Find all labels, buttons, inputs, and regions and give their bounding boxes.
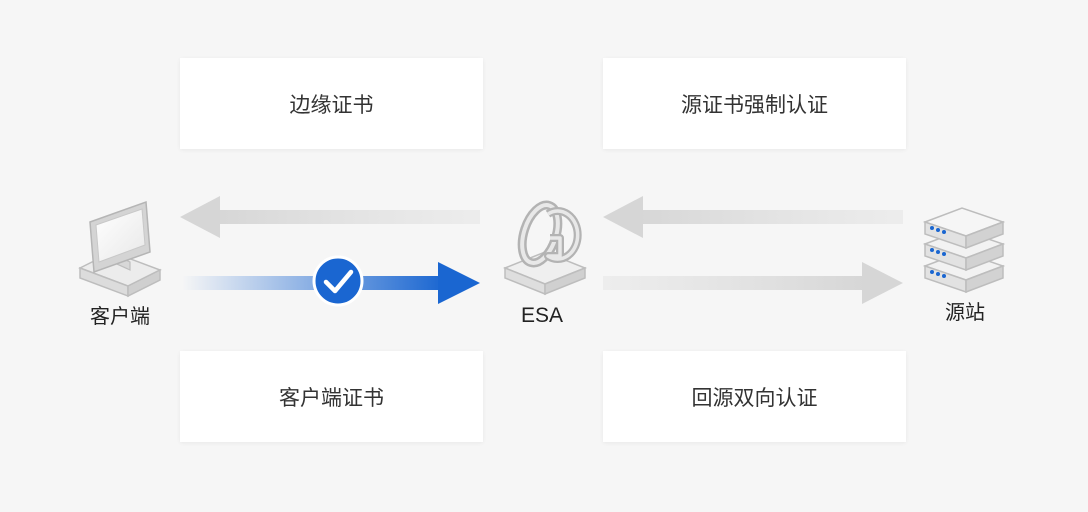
edge-cert-card: 边缘证书 [180, 58, 483, 149]
origin-label: 源站 [945, 300, 985, 324]
server-stack-icon [922, 207, 1006, 294]
client-label: 客户端 [90, 304, 150, 328]
edge-cert-label: 边缘证书 [289, 92, 374, 117]
client-cert-card: 客户端证书 [180, 351, 483, 442]
check-circle-icon [312, 255, 364, 307]
arrow-origin-to-esa [603, 196, 903, 238]
origin-mutual-auth-label: 回源双向认证 [691, 385, 818, 410]
esa-label: ESA [520, 304, 564, 327]
origin-mutual-auth-card: 回源双向认证 [603, 351, 906, 442]
arrow-esa-to-origin [603, 262, 903, 304]
monitor-icon [78, 200, 162, 298]
client-cert-label: 客户端证书 [279, 385, 384, 410]
arrow-esa-to-client [180, 196, 480, 238]
esa-logo-icon [502, 200, 588, 296]
origin-forced-auth-card: 源证书强制认证 [603, 58, 906, 149]
origin-forced-auth-label: 源证书强制认证 [681, 92, 828, 117]
